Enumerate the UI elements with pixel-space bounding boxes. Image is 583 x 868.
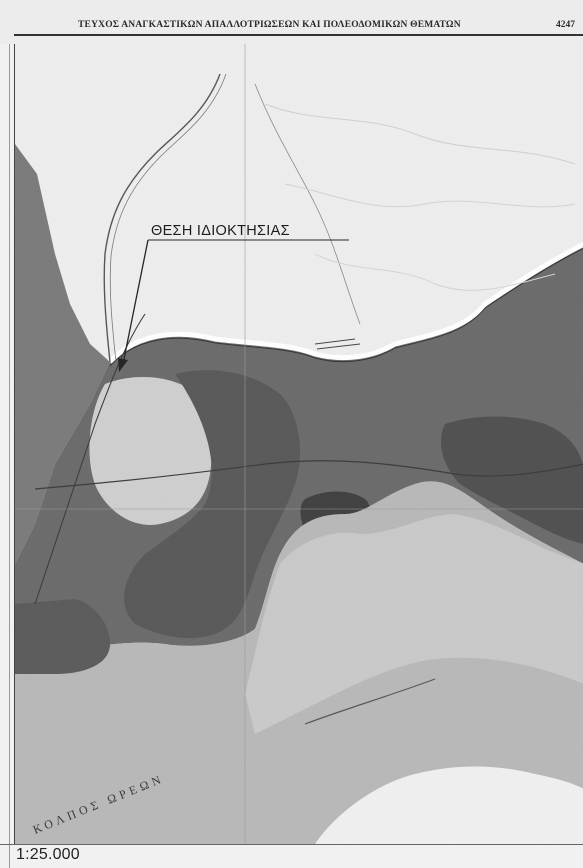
- header-page-number: 4247: [556, 20, 575, 30]
- topographic-map: ΘΕΣΗ ΙΔΙΟΚΤΗΣΙΑΣ ΚΟΛΠΟΣ ΩΡΕΩΝ: [15, 44, 583, 844]
- scale-divider: [0, 844, 583, 845]
- header-divider: [14, 34, 583, 36]
- page-header: ΤΕΥΧΟΣ ΑΝΑΓΚΑΣΤΙΚΩΝ ΑΠΑΛΛΟΤΡΙΩΣΕΩΝ ΚΑΙ Π…: [0, 0, 583, 44]
- header-title: ΤΕΥΧΟΣ ΑΝΑΓΚΑΣΤΙΚΩΝ ΑΠΑΛΛΟΤΡΙΩΣΕΩΝ ΚΑΙ Π…: [78, 20, 461, 30]
- left-margin-line: [9, 44, 10, 868]
- map-scale: 1:25.000: [16, 846, 80, 863]
- scan-texture: [15, 44, 583, 844]
- property-label: ΘΕΣΗ ΙΔΙΟΚΤΗΣΙΑΣ: [151, 223, 290, 239]
- map-frame: ΘΕΣΗ ΙΔΙΟΚΤΗΣΙΑΣ ΚΟΛΠΟΣ ΩΡΕΩΝ: [14, 44, 583, 844]
